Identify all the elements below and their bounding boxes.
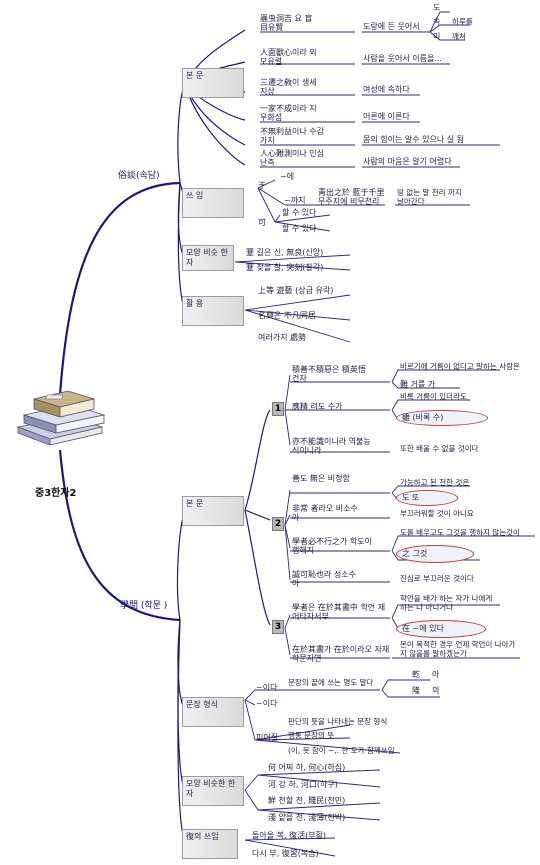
hakmun-moyang-4: 淺 얕을 천, 淺薄(천박)	[268, 813, 346, 822]
hakmun-g2-extra-3-oval	[396, 545, 474, 563]
sokdam-sseuim-c2: 할 수 있다	[282, 224, 317, 233]
hakmun-g3-hanja-1: 學者은 在於其書中 학언 재어타자서부	[292, 603, 386, 621]
hakmun-g2-meaning-4: 진심로 부끄러운 것이다	[400, 574, 474, 583]
sokdam-side-2: 속	[433, 17, 441, 26]
hakmun-g1-extra-2: 雖 (비록 수)	[402, 413, 444, 422]
hakmun-g2-meaning-2: 부끄러워할 것이 아니요	[400, 509, 474, 518]
hakmun-g3-extra-1-oval	[396, 620, 486, 638]
sokdam-bonmun-hanja-3: 三遷之敎이 생세지상	[260, 78, 317, 96]
hakmun-g1-hanja-2: 應精 려도 수가	[292, 402, 343, 411]
sokdam-sseuim-c1: 할 수 있다	[282, 208, 317, 217]
hakmun-g2-extra-3: 之 그것	[402, 549, 428, 558]
central-title: 중3한자2	[35, 488, 77, 499]
hakmun-bonmun-box[interactable]: 본 문	[182, 496, 244, 526]
sokdam-bonmun-meaning-5: 몸의 힘이는 알수 있으나 실 됨	[363, 135, 465, 144]
hakmun-multi-2: 다시 부, 復習(복습)	[252, 849, 319, 858]
hakmun-moyang-2: 河 강 하, 河口(하구)	[268, 780, 338, 789]
hakmun-munjang-c: 피어질	[256, 733, 279, 742]
sokdam-moyang-1: 蹇 길은 신, 無良(신앙)	[246, 248, 324, 257]
sokdam-bonmun-hanja-1: 蟲虫洞吉 요 盲目유賢	[260, 14, 313, 32]
hakmun-g1-hanja-3: 亦不能識이니라 역불능식이니라	[292, 437, 371, 455]
sokdam-side-4: 미	[433, 32, 441, 41]
hakmun-moyang-3: 鮮 천할 천, 賤民(천민)	[268, 796, 346, 805]
hakmun-g2-extra-1: 도 또	[402, 493, 420, 502]
hakmun-g2-hanja-2: 非常 者라오 비소수아	[292, 504, 358, 522]
hakmun-group-1-number: 1	[272, 402, 284, 416]
branch-sokdam-line	[58, 181, 181, 396]
hakmun-g3-hanja-2: 在於其書가 在於이라오 자재학문자연	[292, 645, 390, 663]
hakmun-side-3: 隆	[412, 686, 420, 695]
hakmun-g2-hanja-4: 誠可恥也라 성소수아	[292, 570, 356, 588]
hakmun-munjang-c1: 판단의 뜻을 나타내는 문장 형식	[288, 717, 388, 726]
hakmun-side-4: 의	[432, 686, 440, 695]
sokdam-sseuim-b: ~까지	[284, 196, 306, 205]
hakmun-group-3-number: 3	[272, 620, 284, 634]
sokdam-hwalyong-box[interactable]: 활 용	[182, 296, 244, 326]
sokdam-bonmun-box[interactable]: 본 문	[182, 68, 244, 98]
hakmun-side-2: 아	[432, 670, 440, 679]
hakmun-munjang-a-detail: 문장의 끝에 쓰는 명도 말다	[288, 678, 374, 687]
sokdam-bonmun-hanja-4: 一家不成이라 지우화섭	[260, 104, 317, 122]
sokdam-bonmun-meaning-6: 사람의 마음은 알기 어렵다	[363, 157, 452, 166]
sokdam-sseuim-b-meaning: 땅 없는 말 천리 까지 날아간다	[397, 188, 462, 206]
hakmun-g2-hanja-3: 學者必不行之가 학도이행해지	[292, 537, 372, 555]
sokdam-hwalyong-3: 여러가지 處勢	[258, 333, 306, 342]
hakmun-g1-extra-1: 難 거를 가	[400, 380, 436, 389]
hakmun-g1-hanja-1: 積善不積惡은 積英悟건자	[292, 365, 366, 383]
hakmun-g2-meaning-1: 가능하고 된 천한 것은	[400, 478, 470, 487]
sokdam-sseuim-a: ~에	[280, 172, 295, 181]
hakmun-group-2-number: 2	[272, 517, 284, 531]
branch-sokdam-label[interactable]: 俗談(속담)	[118, 171, 160, 181]
hakmun-g3-meaning-1: 학언을 배가 하는 자가 나에게 하는 나 아니거나	[400, 594, 493, 612]
sokdam-hwalyong-1: 上等 遊藝 (상급 유락)	[258, 286, 334, 295]
hakmun-g2-meaning-3: 도를 배우고도 그것을 행하지 않는것이	[400, 528, 520, 537]
hakmun-g2-hanja-1: 善도 無은 비정함	[292, 474, 350, 483]
hakmun-munjang-c2: 행동 문장의 뜻	[288, 731, 335, 740]
hakmun-g3-extra-1: 在 ~에 있다	[402, 624, 444, 633]
sokdam-moyang-2: 蹇 찾을 찰, 突刻(찰각)	[246, 263, 324, 272]
hakmun-moyang-box[interactable]: 모양 비슷한 한자	[182, 776, 244, 806]
sokdam-side-1: 도	[433, 3, 441, 12]
hakmun-munjang-a: ~이다	[256, 683, 278, 692]
sokdam-sseuim-char: 于	[258, 181, 266, 190]
sokdam-bonmun-meaning-3: 여성에 속하다	[363, 85, 410, 94]
hakmun-g2-extra-1-oval	[396, 490, 458, 506]
hakmun-side-1: 乾	[412, 670, 420, 679]
sokdam-bonmun-meaning-4: 어른에 이른다	[363, 112, 410, 121]
hakmun-multi-1: 돌아올 복, 復活(부활)	[252, 831, 327, 840]
hakmun-g1-extra-2-oval	[396, 410, 488, 426]
sokdam-sseuim-b-hanja: 靑出之於 藍于千里 무주지에 비무천리	[318, 188, 385, 206]
hakmun-moyang-1: 何 어찌 하, 何心(하심)	[268, 763, 346, 772]
hakmun-munjang-c3: (이, 못 함이 ~,. 한 도가 함께쓰임	[288, 746, 395, 755]
sokdam-bonmun-hanja-2: 人面獸心이라 외모유렬	[260, 48, 317, 66]
hakmun-g1-meaning-1: 바르기에 거름이 없다고 말하는 사람은	[400, 362, 520, 371]
branch-hakmun-label[interactable]: 學問 (학문 )	[120, 601, 168, 611]
sokdam-sseuim-c-char: 可	[258, 218, 266, 227]
hakmun-munjang-box[interactable]: 문장 형식	[182, 697, 244, 727]
sokdam-bonmun-hanja-5: 不無利益이나 수감가지	[260, 127, 324, 145]
hakmun-g3-meaning-2: 몬이 목적한 경우 언제 학언이 나아가지 않을를 말하겠는가	[400, 640, 516, 658]
sokdam-side-5: 깨쳐	[452, 32, 466, 41]
branch-hakmun-line	[58, 449, 181, 622]
hakmun-g1-meaning-3: 또한 배울 수 없을 것이다	[400, 444, 479, 453]
sokdam-hwalyong-2: 名興은 不凡同居	[258, 311, 316, 320]
hakmun-multi-box[interactable]: 復의 쓰임	[182, 829, 238, 859]
sokdam-moyang-box[interactable]: 모양 비슷 한자	[182, 245, 234, 271]
sokdam-sseuim-box[interactable]: 쓰 임	[182, 188, 244, 218]
hakmun-g1-meaning-2: 비록 거름이 있더라도	[400, 392, 467, 401]
central-books-image	[10, 387, 110, 449]
sokdam-bonmun-hanja-6: 人心難測이나 인심난측	[260, 149, 324, 167]
sokdam-bonmun-meaning-2: 사람을 웃어서 이름을...	[363, 54, 442, 63]
sokdam-side-3: 하루를	[452, 17, 473, 26]
sokdam-bonmun-meaning-1: 도랑에 든 웃어서	[363, 22, 420, 31]
hakmun-munjang-b: ~이다	[256, 699, 278, 708]
